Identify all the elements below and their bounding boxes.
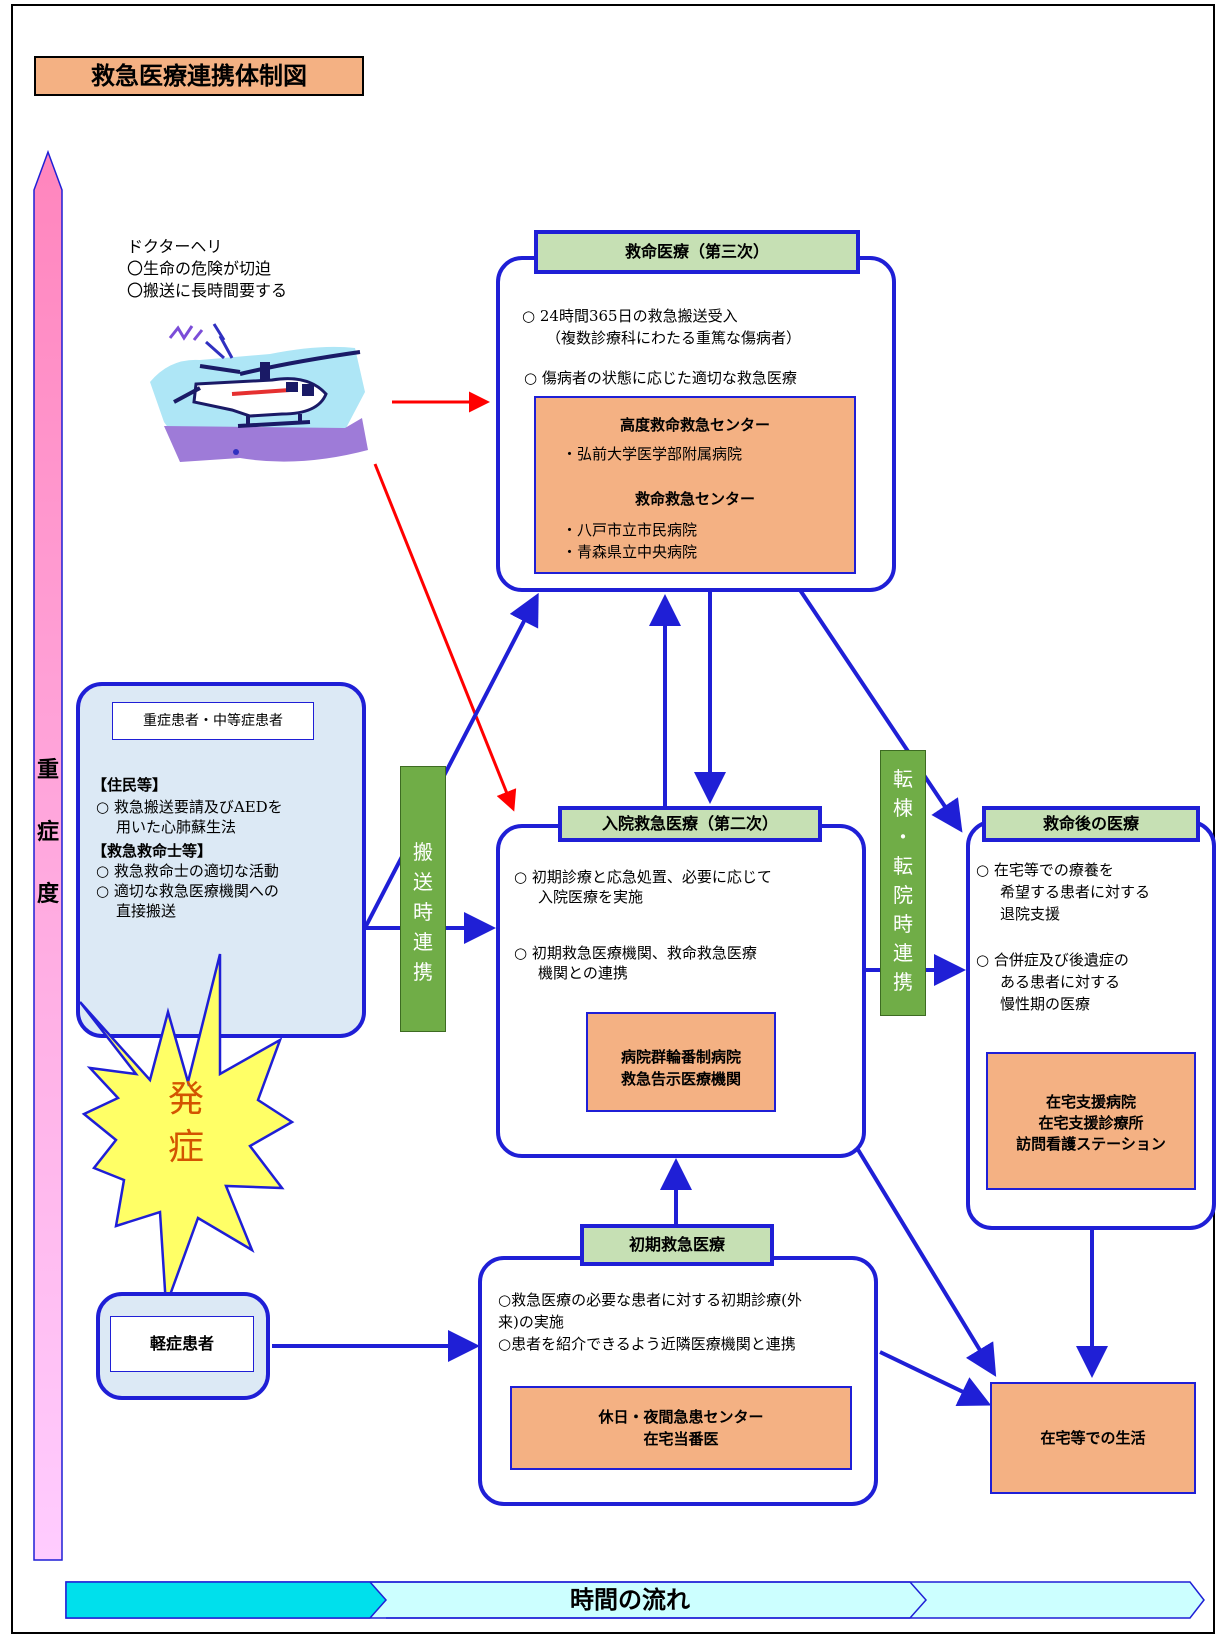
residents-title: 【住民等】 — [92, 776, 168, 794]
secondary-item: ○ 初期診療と応急処置、必要に応じて — [514, 868, 772, 886]
onset-starburst — [80, 953, 295, 1307]
primary-item: ○患者を紹介できるよう近隣医療機関と連携 — [498, 1335, 796, 1353]
secondary-item: ○ 初期救急医療機関、救命救急医療 — [514, 944, 757, 962]
post-item: ○ 合併症及び後遺症の — [976, 951, 1129, 969]
transport-link-char: 送 — [413, 870, 433, 894]
onset-label: 発 症 — [156, 1076, 216, 1172]
residents-item: 用いた心肺蘇生法 — [116, 818, 237, 836]
post-item: 慢性期の医療 — [1000, 995, 1091, 1013]
post-item: 希望する患者に対する — [1000, 883, 1151, 901]
diagram-frame — [11, 4, 1215, 1634]
secondary-institution: 病院群輪番制病院 — [620, 1048, 741, 1066]
primary-item: ○救急医療の必要な患者に対する初期診療(外 — [498, 1291, 802, 1309]
post-facility: 在宅支援病院 — [1045, 1093, 1136, 1111]
transport-link-char: 搬 — [413, 840, 433, 864]
transport-link-char: 連 — [413, 930, 433, 954]
primary-facilities-box: 休日・夜間急患センター 在宅当番医 — [510, 1386, 852, 1470]
home-life-box: 在宅等での生活 — [990, 1382, 1196, 1494]
residents-item: ○ 救急搬送要請及びAEDを — [96, 798, 283, 816]
transfer-link-char: ・ — [893, 825, 913, 849]
time-axis-segment — [65, 1581, 388, 1619]
doctor-heli-item: 〇搬送に長時間要する — [127, 281, 288, 300]
transport-link-char: 時 — [413, 900, 433, 924]
transfer-link-char: 携 — [893, 970, 913, 994]
post-rescue-header: 救命後の医療 — [982, 806, 1200, 842]
onset-char: 症 — [167, 1127, 204, 1168]
transport-link-bar: 搬 送 時 連 携 — [400, 766, 446, 1032]
tertiary-to-post-arrow — [798, 588, 963, 833]
secondary-header: 入院救急医療（第二次） — [558, 806, 822, 842]
severity-char: 症 — [36, 820, 59, 845]
post-item: ○ 在宅等での療養を — [976, 861, 1114, 879]
post-facilities-box: 在宅支援病院 在宅支援診療所 訪問看護ステーション — [986, 1052, 1196, 1190]
emt-item: ○ 適切な救急医療機関への — [96, 882, 279, 900]
severity-char: 度 — [36, 882, 59, 907]
advanced-center-item: ・弘前大学医学部附属病院 — [562, 445, 743, 463]
doctor-heli-item: 〇生命の危険が切迫 — [127, 259, 272, 278]
transfer-link-char: 転 — [893, 767, 913, 791]
transfer-link-bar: 転 棟 ・ 転 院 時 連 携 — [880, 750, 926, 1016]
mild-patients-label: 軽症患者 — [110, 1316, 254, 1372]
secondary-to-home-arrow — [855, 1146, 997, 1377]
tertiary-item: ○ 傷病者の状態に応じた適切な救急医療 — [524, 369, 797, 387]
secondary-item: 機関との連携 — [538, 964, 628, 982]
emergency-center-item: ・青森県立中央病院 — [562, 543, 698, 561]
transfer-link-char: 連 — [893, 941, 913, 965]
patients-to-tertiary-arrow — [363, 592, 539, 929]
primary-facility: 休日・夜間急患センター — [598, 1408, 764, 1426]
doctor-heli-text: ドクターヘリ 〇生命の危険が切迫 〇搬送に長時間要する — [127, 236, 287, 302]
tertiary-centers-box: 高度救命救急センター ・弘前大学医学部附属病院 救命救急センター ・八戸市立市民… — [534, 396, 856, 574]
tertiary-header: 救命医療（第三次） — [534, 230, 860, 274]
post-item: 退院支援 — [1000, 905, 1061, 923]
primary-to-home-arrow — [879, 1350, 992, 1407]
helicopter-icon — [150, 323, 368, 462]
page-title: 救急医療連携体制図 — [34, 56, 364, 96]
post-facility: 訪問看護ステーション — [1016, 1135, 1166, 1153]
emergency-center-item: ・八戸市立市民病院 — [562, 521, 698, 539]
transfer-link-char: 転 — [893, 854, 913, 878]
transfer-link-char: 院 — [893, 883, 913, 907]
tertiary-item: ○ 24時間365日の救急搬送受入 — [522, 307, 738, 325]
primary-item: 来)の実施 — [498, 1313, 564, 1331]
severity-axis-arrow — [33, 149, 63, 1561]
patients-header: 重症患者・中等症患者 — [112, 702, 314, 740]
emt-title: 【救急救命士等】 — [92, 842, 213, 860]
secondary-institutions-box: 病院群輪番制病院 救急告示医療機関 — [586, 1012, 776, 1112]
severity-axis-label: 重 症 度 — [30, 740, 66, 926]
onset-char: 発 — [167, 1079, 204, 1120]
primary-facility: 在宅当番医 — [643, 1430, 719, 1448]
transfer-link-char: 時 — [893, 912, 913, 936]
secondary-institution: 救急告示医療機関 — [620, 1070, 741, 1088]
secondary-item: 入院医療を実施 — [538, 888, 644, 906]
tertiary-item: （複数診療科にわたる重篤な傷病者） — [546, 329, 802, 347]
doctor-heli-label: ドクターヘリ — [127, 237, 223, 256]
post-facility: 在宅支援診療所 — [1038, 1114, 1144, 1132]
time-axis-label: 時間の流れ — [570, 1586, 690, 1614]
primary-header: 初期救急医療 — [580, 1224, 774, 1266]
emergency-center-title: 救命救急センター — [634, 490, 755, 508]
post-item: ある患者に対する — [1000, 973, 1121, 991]
heli-to-secondary-arrow — [373, 463, 517, 812]
emt-item: 直接搬送 — [116, 902, 177, 920]
transport-link-char: 携 — [413, 960, 433, 984]
advanced-center-title: 高度救命救急センター — [619, 416, 770, 434]
time-axis-chevron — [370, 1581, 928, 1619]
emt-item: ○ 救急救命士の適切な活動 — [96, 862, 279, 880]
transfer-link-char: 棟 — [893, 796, 913, 820]
severity-char: 重 — [36, 758, 59, 783]
